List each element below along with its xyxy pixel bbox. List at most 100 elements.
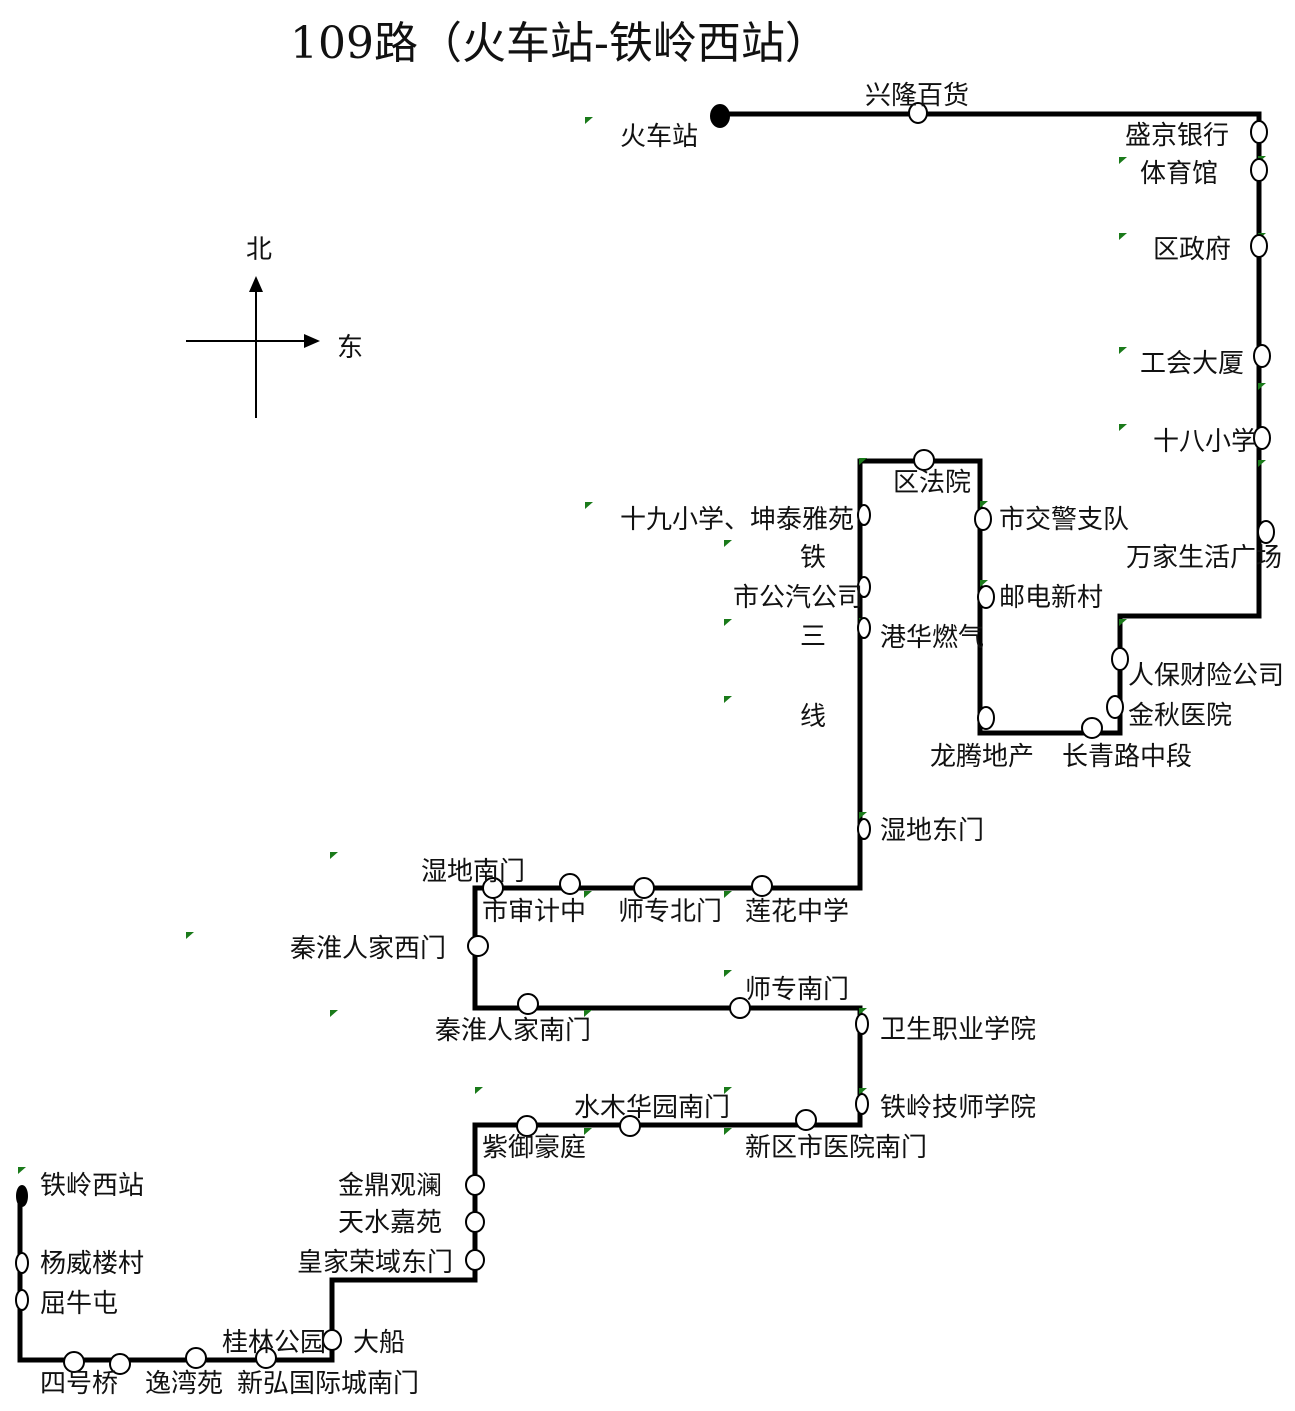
stop-marker[interactable] [751, 875, 773, 897]
stop-27[interactable]: 卫生职业学院 [855, 1013, 1036, 1045]
stop-marker[interactable] [1253, 426, 1271, 450]
stop-marker[interactable] [465, 1249, 485, 1271]
stop-label: 龙腾地产 [930, 742, 1034, 772]
stop-marker[interactable] [633, 877, 655, 899]
stop-7[interactable]: 十八小学 [1153, 426, 1271, 457]
stop-marker[interactable] [185, 1347, 207, 1369]
stop-6[interactable]: 工会大厦 [1140, 344, 1271, 379]
stop-36[interactable]: 桂林公园 [222, 1328, 326, 1369]
stop-23[interactable]: 湿地南门 [421, 857, 525, 899]
stop-marker[interactable] [1250, 120, 1268, 144]
stop-12[interactable]: 龙腾地产 [930, 706, 1034, 772]
stop-37[interactable]: 新弘国际城南门 [185, 1347, 419, 1399]
stop-3[interactable]: 盛京银行 [1125, 120, 1268, 151]
stop-marker[interactable] [855, 1093, 869, 1115]
stop-label: 新弘国际城南门 [237, 1369, 419, 1399]
stop-marker[interactable] [465, 1211, 485, 1233]
stop-label: 湿地南门 [421, 857, 525, 887]
railway-label-char: 三 [800, 622, 826, 652]
stop-marker[interactable] [1081, 717, 1103, 739]
stop-5[interactable]: 区政府 [1153, 234, 1268, 265]
stop-marker[interactable] [855, 1013, 869, 1035]
stop-34[interactable]: 皇家荣域东门 [297, 1248, 485, 1278]
direction-flag-icon [724, 619, 732, 626]
stop-marker[interactable] [977, 706, 995, 730]
stop-marker[interactable] [1257, 520, 1275, 544]
railway-label-char: 线 [800, 702, 826, 732]
stop-marker[interactable] [908, 102, 928, 124]
stop-marker[interactable] [729, 997, 751, 1019]
stop-33[interactable]: 天水嘉苑 [338, 1208, 485, 1238]
stop-38[interactable]: 逸湾苑 [109, 1353, 223, 1399]
stop-label: 卫生职业学院 [880, 1015, 1036, 1045]
direction-flag-icon [1119, 619, 1127, 626]
stop-29[interactable]: 新区市医院南门 [745, 1109, 927, 1163]
stop-35[interactable]: 大船 [322, 1328, 405, 1358]
stop-marker[interactable] [1111, 647, 1129, 671]
stop-39[interactable]: 四号桥 [40, 1351, 118, 1399]
stop-28[interactable]: 铁岭技师学院 [855, 1093, 1036, 1123]
stop-25[interactable]: 秦淮人家南门 [435, 993, 591, 1046]
stop-marker[interactable] [619, 1115, 641, 1137]
stop-11[interactable]: 长青路中段 [1062, 717, 1192, 772]
stop-marker[interactable] [516, 1115, 538, 1137]
stop-marker[interactable] [1106, 695, 1124, 719]
stop-marker[interactable] [913, 449, 935, 471]
stop-marker[interactable] [482, 877, 504, 899]
stop-24[interactable]: 秦淮人家西门 [290, 934, 489, 964]
direction-flag-icon [584, 1010, 592, 1017]
direction-flag-icon [980, 580, 988, 587]
stop-22[interactable]: 市审计中 [482, 873, 586, 927]
stop-marker[interactable] [465, 1174, 485, 1196]
stop-marker[interactable] [109, 1353, 131, 1375]
stop-42[interactable]: 铁岭西站 [16, 1171, 144, 1207]
stop-marker[interactable] [857, 818, 871, 840]
stop-31[interactable]: 紫御豪庭 [482, 1115, 586, 1163]
stop-marker[interactable] [517, 993, 539, 1015]
stop-40[interactable]: 屈牛屯 [15, 1289, 118, 1319]
stop-marker[interactable] [857, 617, 871, 639]
stop-1[interactable]: 火车站 [620, 104, 730, 152]
stop-marker[interactable] [974, 507, 992, 531]
stop-marker[interactable] [1250, 234, 1268, 258]
stop-8[interactable]: 万家生活广场 [1126, 520, 1282, 573]
stop-18[interactable]: 港华燃气 [857, 617, 984, 653]
stop-marker[interactable] [63, 1351, 85, 1373]
stop-marker[interactable] [857, 504, 871, 526]
stop-30[interactable]: 水木华园南门 [574, 1093, 730, 1137]
stop-marker[interactable] [1250, 158, 1268, 182]
stop-9[interactable]: 人保财险公司 [1111, 647, 1284, 691]
stop-marker[interactable] [322, 1329, 342, 1351]
stop-14[interactable]: 市交警支队 [974, 505, 1129, 535]
stop-13[interactable]: 邮电新村 [977, 583, 1103, 613]
direction-flag-icon [724, 970, 732, 977]
stop-marker[interactable] [857, 576, 871, 598]
stop-marker[interactable] [467, 935, 489, 957]
stop-marker[interactable] [15, 1289, 29, 1311]
stop-marker[interactable] [255, 1347, 277, 1369]
terminal-stop-marker[interactable] [16, 1185, 28, 1207]
stop-41[interactable]: 杨威楼村 [15, 1249, 144, 1279]
direction-flag-icon [584, 891, 592, 898]
stop-marker[interactable] [559, 873, 581, 895]
north-arrow-icon [249, 276, 263, 292]
stop-label: 紫御豪庭 [482, 1133, 586, 1163]
stop-19[interactable]: 湿地东门 [857, 816, 984, 846]
stop-label: 四号桥 [40, 1369, 118, 1399]
stop-17[interactable]: 市公汽公司 [733, 576, 871, 613]
stop-20[interactable]: 莲花中学 [745, 875, 849, 927]
stop-2[interactable]: 兴隆百货 [865, 81, 969, 124]
stop-4[interactable]: 体育馆 [1140, 158, 1268, 189]
stop-26[interactable]: 师专南门 [729, 975, 849, 1019]
stop-21[interactable]: 师专北门 [618, 877, 722, 927]
stop-marker[interactable] [15, 1252, 29, 1274]
stop-16[interactable]: 十九小学、坤泰雅苑 [620, 504, 871, 535]
stop-32[interactable]: 金鼎观澜 [338, 1171, 485, 1201]
stop-marker[interactable] [977, 585, 995, 609]
stop-15[interactable]: 区法院 [893, 449, 971, 498]
stop-marker[interactable] [795, 1109, 817, 1131]
terminal-stop-marker[interactable] [710, 104, 730, 128]
stop-10[interactable]: 金秋医院 [1106, 695, 1232, 731]
stop-marker[interactable] [1253, 344, 1271, 368]
